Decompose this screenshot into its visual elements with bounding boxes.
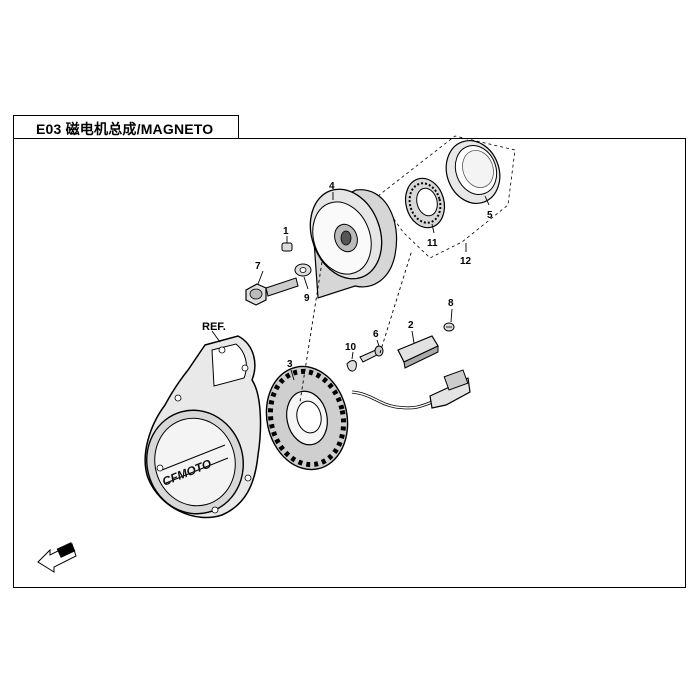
part-8-screw (443, 322, 455, 332)
part-1-key (281, 242, 293, 252)
part-5-ring (445, 140, 501, 204)
section-code: E03 (36, 121, 62, 137)
part-2-pickup-coil (397, 335, 439, 369)
diagram-frame (13, 138, 686, 588)
callout-8: 8 (448, 298, 454, 309)
callout-2: 2 (408, 320, 414, 331)
part-10-clamp (346, 360, 357, 372)
callout-11: 11 (427, 238, 438, 249)
part-4-flywheel (309, 188, 398, 299)
part-9-washer (294, 263, 312, 277)
callout-10: 10 (345, 342, 357, 353)
stator-wiring-harness (351, 369, 471, 410)
callout-1: 1 (283, 226, 289, 237)
callout-4: 4 (329, 181, 335, 192)
callout-6: 6 (373, 329, 379, 340)
callout-12: 12 (460, 256, 472, 267)
callout-3: 3 (287, 359, 293, 370)
leader-lines (211, 192, 490, 403)
ref-label: REF. (202, 321, 226, 333)
section-title: 磁电机总成/MAGNETO (65, 121, 214, 137)
part-11-bearing (404, 177, 446, 229)
callout-9: 9 (304, 293, 310, 304)
magneto-cover-ref: CFMOTO (144, 335, 262, 519)
callout-5: 5 (487, 210, 493, 221)
part-3-stator (265, 365, 349, 471)
part-7-flange-bolt (245, 277, 299, 306)
part-6-bolt (359, 345, 384, 363)
callout-7: 7 (255, 261, 261, 272)
group-12-outline (377, 135, 516, 259)
front-direction-arrow-icon (37, 542, 77, 573)
page-title: E03 磁电机总成/MAGNETO (36, 119, 213, 139)
